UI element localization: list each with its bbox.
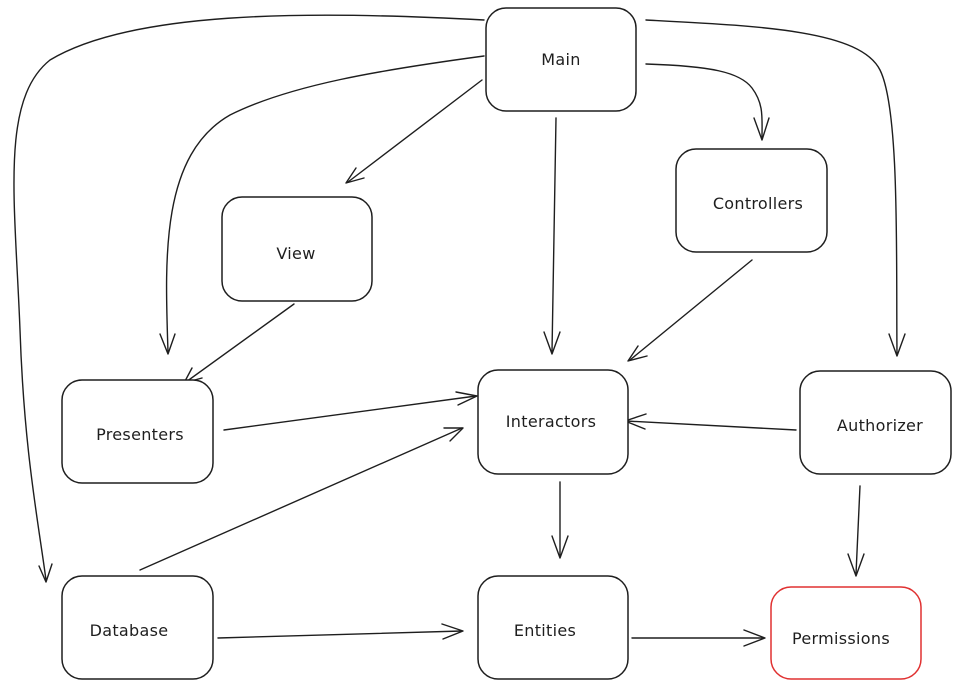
node-presenters-label: Presenters: [96, 425, 184, 444]
edge-main-database: [13, 14, 485, 583]
node-permissions[interactable]: Permissions: [770, 586, 922, 680]
edge-presenters-interactors: [223, 391, 478, 431]
node-database[interactable]: Database: [61, 575, 214, 680]
node-main[interactable]: Main: [485, 7, 637, 112]
node-view-label: View: [276, 244, 315, 263]
node-entities-label: Entities: [514, 621, 576, 640]
edge-authorizer-interactors: [624, 413, 797, 431]
edge-main-presenters: [159, 55, 485, 355]
edge-controllers-interactors: [627, 259, 753, 362]
edge-view-presenters: [183, 303, 295, 384]
edge-database-interactors: [139, 427, 464, 571]
edge-authorizer-permissions: [847, 485, 865, 577]
edge-main-view: [345, 79, 483, 184]
node-controllers[interactable]: Controllers: [675, 148, 828, 253]
node-main-label: Main: [541, 50, 580, 69]
edge-database-entities: [217, 623, 464, 640]
edge-main-interactors: [543, 117, 561, 355]
node-permissions-label: Permissions: [792, 629, 890, 648]
node-database-label: Database: [90, 621, 169, 640]
edge-main-authorizer: [645, 19, 906, 357]
node-view[interactable]: View: [221, 196, 373, 302]
node-interactors[interactable]: Interactors: [477, 369, 629, 475]
node-entities[interactable]: Entities: [477, 575, 629, 680]
edge-entities-permissions: [631, 629, 766, 647]
node-presenters[interactable]: Presenters: [61, 379, 214, 484]
node-authorizer[interactable]: Authorizer: [799, 370, 952, 475]
node-interactors-label: Interactors: [506, 412, 596, 431]
edge-interactors-entities: [551, 481, 569, 559]
edges: [13, 14, 906, 647]
edge-main-controllers: [645, 63, 770, 141]
node-controllers-label: Controllers: [713, 194, 803, 213]
nodes: Main Controllers View Presenters Interac…: [61, 7, 952, 680]
node-authorizer-label: Authorizer: [837, 416, 923, 435]
